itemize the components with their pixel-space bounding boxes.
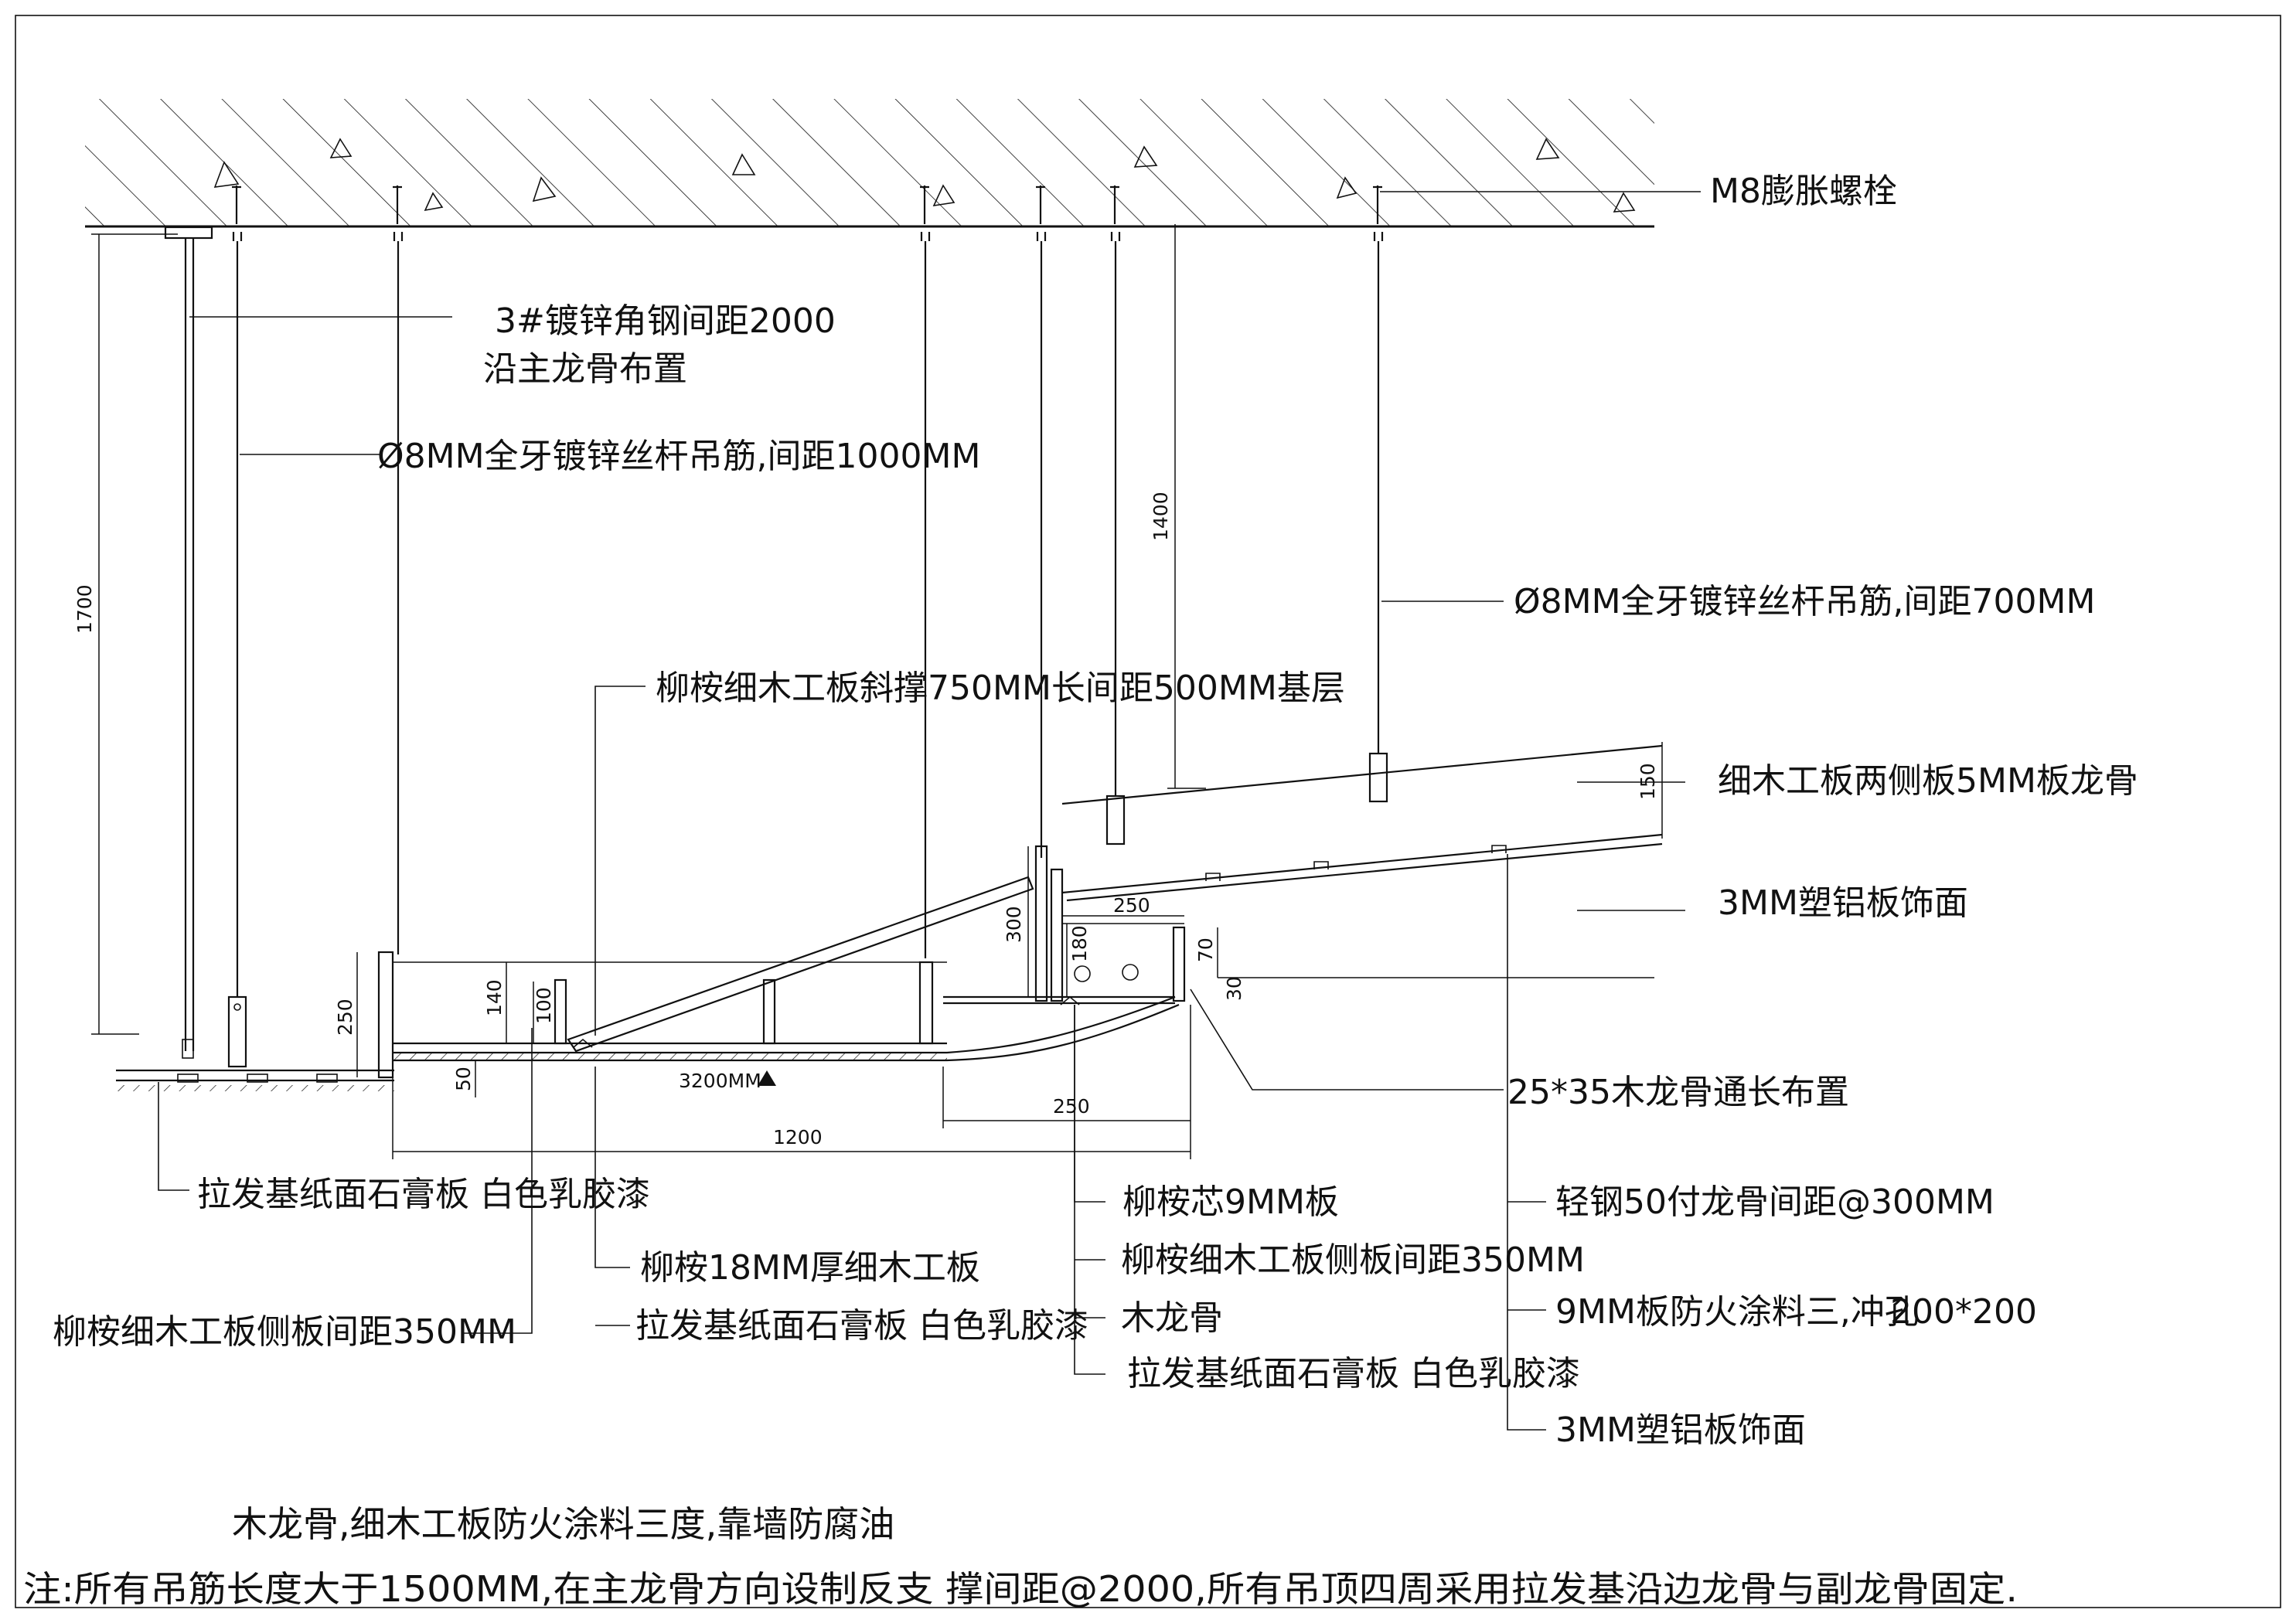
dim-1400: 1400	[1150, 492, 1172, 541]
hanger-rod	[1105, 185, 1126, 846]
label-wood-keel-25x35: 25*35木龙骨通长布置	[1507, 1073, 1849, 1112]
dim-180: 180	[1068, 925, 1091, 962]
label-steel-keel: 轻钢50付龙骨间距@300MM	[1555, 1182, 1995, 1222]
label-rod-left: Ø8MM全牙镀锌丝杆吊筋,间距1000MM	[377, 437, 980, 476]
hanger-rod	[920, 185, 931, 958]
label-alu-right: 3MM塑铝板饰面	[1718, 883, 1968, 923]
label-side-board-350-mid: 柳桉细木工板侧板间距350MM	[1121, 1240, 1585, 1280]
hanger-rod	[393, 185, 404, 954]
hanger-rod	[1036, 185, 1047, 858]
label-wood-keel: 木龙骨	[1121, 1298, 1223, 1338]
hanger-rod	[1368, 185, 1388, 803]
hanger-rod	[227, 185, 247, 1068]
label-alu-bottom: 3MM塑铝板饰面	[1555, 1410, 1806, 1450]
label-fire-coating-1: 9MM板防火涂料三,冲孔	[1555, 1292, 1919, 1332]
dim-30: 30	[1223, 976, 1245, 1001]
label-gypsum-right: 拉发基纸面石膏板 白色乳胶漆	[1127, 1354, 1580, 1393]
label-core-9mm: 柳桉芯9MM板	[1122, 1182, 1339, 1222]
dim-70: 70	[1194, 937, 1217, 962]
label-fire-coating-2: 200*200	[1890, 1292, 2037, 1332]
dim-150: 150	[1637, 763, 1659, 800]
label-brace: 柳桉细木工板斜撑750MM长间距500MM基层	[656, 669, 1345, 708]
drawing-border	[15, 15, 2281, 1608]
leader-lines	[158, 191, 1701, 1431]
dim-300: 300	[1003, 906, 1025, 943]
angle-steel	[164, 226, 213, 1059]
label-side-board: 细木工板两侧板5MM板龙骨	[1718, 761, 2138, 801]
dim-3200: 3200MM	[679, 1070, 761, 1092]
label-gypsum-left: 拉发基纸面石膏板 白色乳胶漆	[197, 1175, 650, 1214]
dim-50: 50	[452, 1067, 475, 1091]
label-side-board-350-left: 柳桉细木工板侧板间距350MM	[53, 1312, 516, 1352]
label-angle-steel-2: 沿主龙骨布置	[483, 349, 687, 389]
dim-250-bottom: 250	[1053, 1095, 1090, 1118]
callout-labels: M8膨胀螺栓 3#镀锌角钢间距2000 沿主龙骨布置 Ø8MM全牙镀锌丝杆吊筋,…	[53, 172, 2138, 1450]
label-bolt: M8膨胀螺栓	[1710, 172, 1897, 211]
label-gypsum-mid: 拉发基纸面石膏板 白色乳胶漆	[635, 1306, 1088, 1346]
level-mark-icon	[758, 1070, 776, 1086]
dim-140: 140	[483, 979, 506, 1016]
dim-250-left: 250	[334, 999, 356, 1036]
concrete-slab	[85, 99, 1654, 228]
ceiling-left-finish	[116, 1069, 394, 1091]
dim-1700: 1700	[73, 584, 96, 634]
label-rod-right: Ø8MM全牙镀锌丝杆吊筋,间距700MM	[1514, 582, 2095, 621]
dimensions: 1700 1400 150 250 140 100 50 3200MM 1200…	[73, 224, 1663, 1159]
label-angle-steel-1: 3#镀锌角钢间距2000	[495, 301, 836, 341]
note-line-2: 注:所有吊筋长度大于1500MM,在主龙骨方向设制反支 撑间距@2000,所有吊…	[23, 1568, 2018, 1610]
note-line-1: 木龙骨,细木工板防火涂料三度,靠墙防腐油	[232, 1503, 894, 1545]
dim-1200: 1200	[773, 1126, 823, 1148]
ceiling-structure	[377, 744, 1663, 1079]
dim-100: 100	[533, 987, 555, 1024]
hanger-rods	[227, 185, 1388, 1068]
label-blockboard-18: 柳桉18MM厚细木工板	[640, 1248, 980, 1288]
dim-250-top: 250	[1113, 894, 1150, 917]
